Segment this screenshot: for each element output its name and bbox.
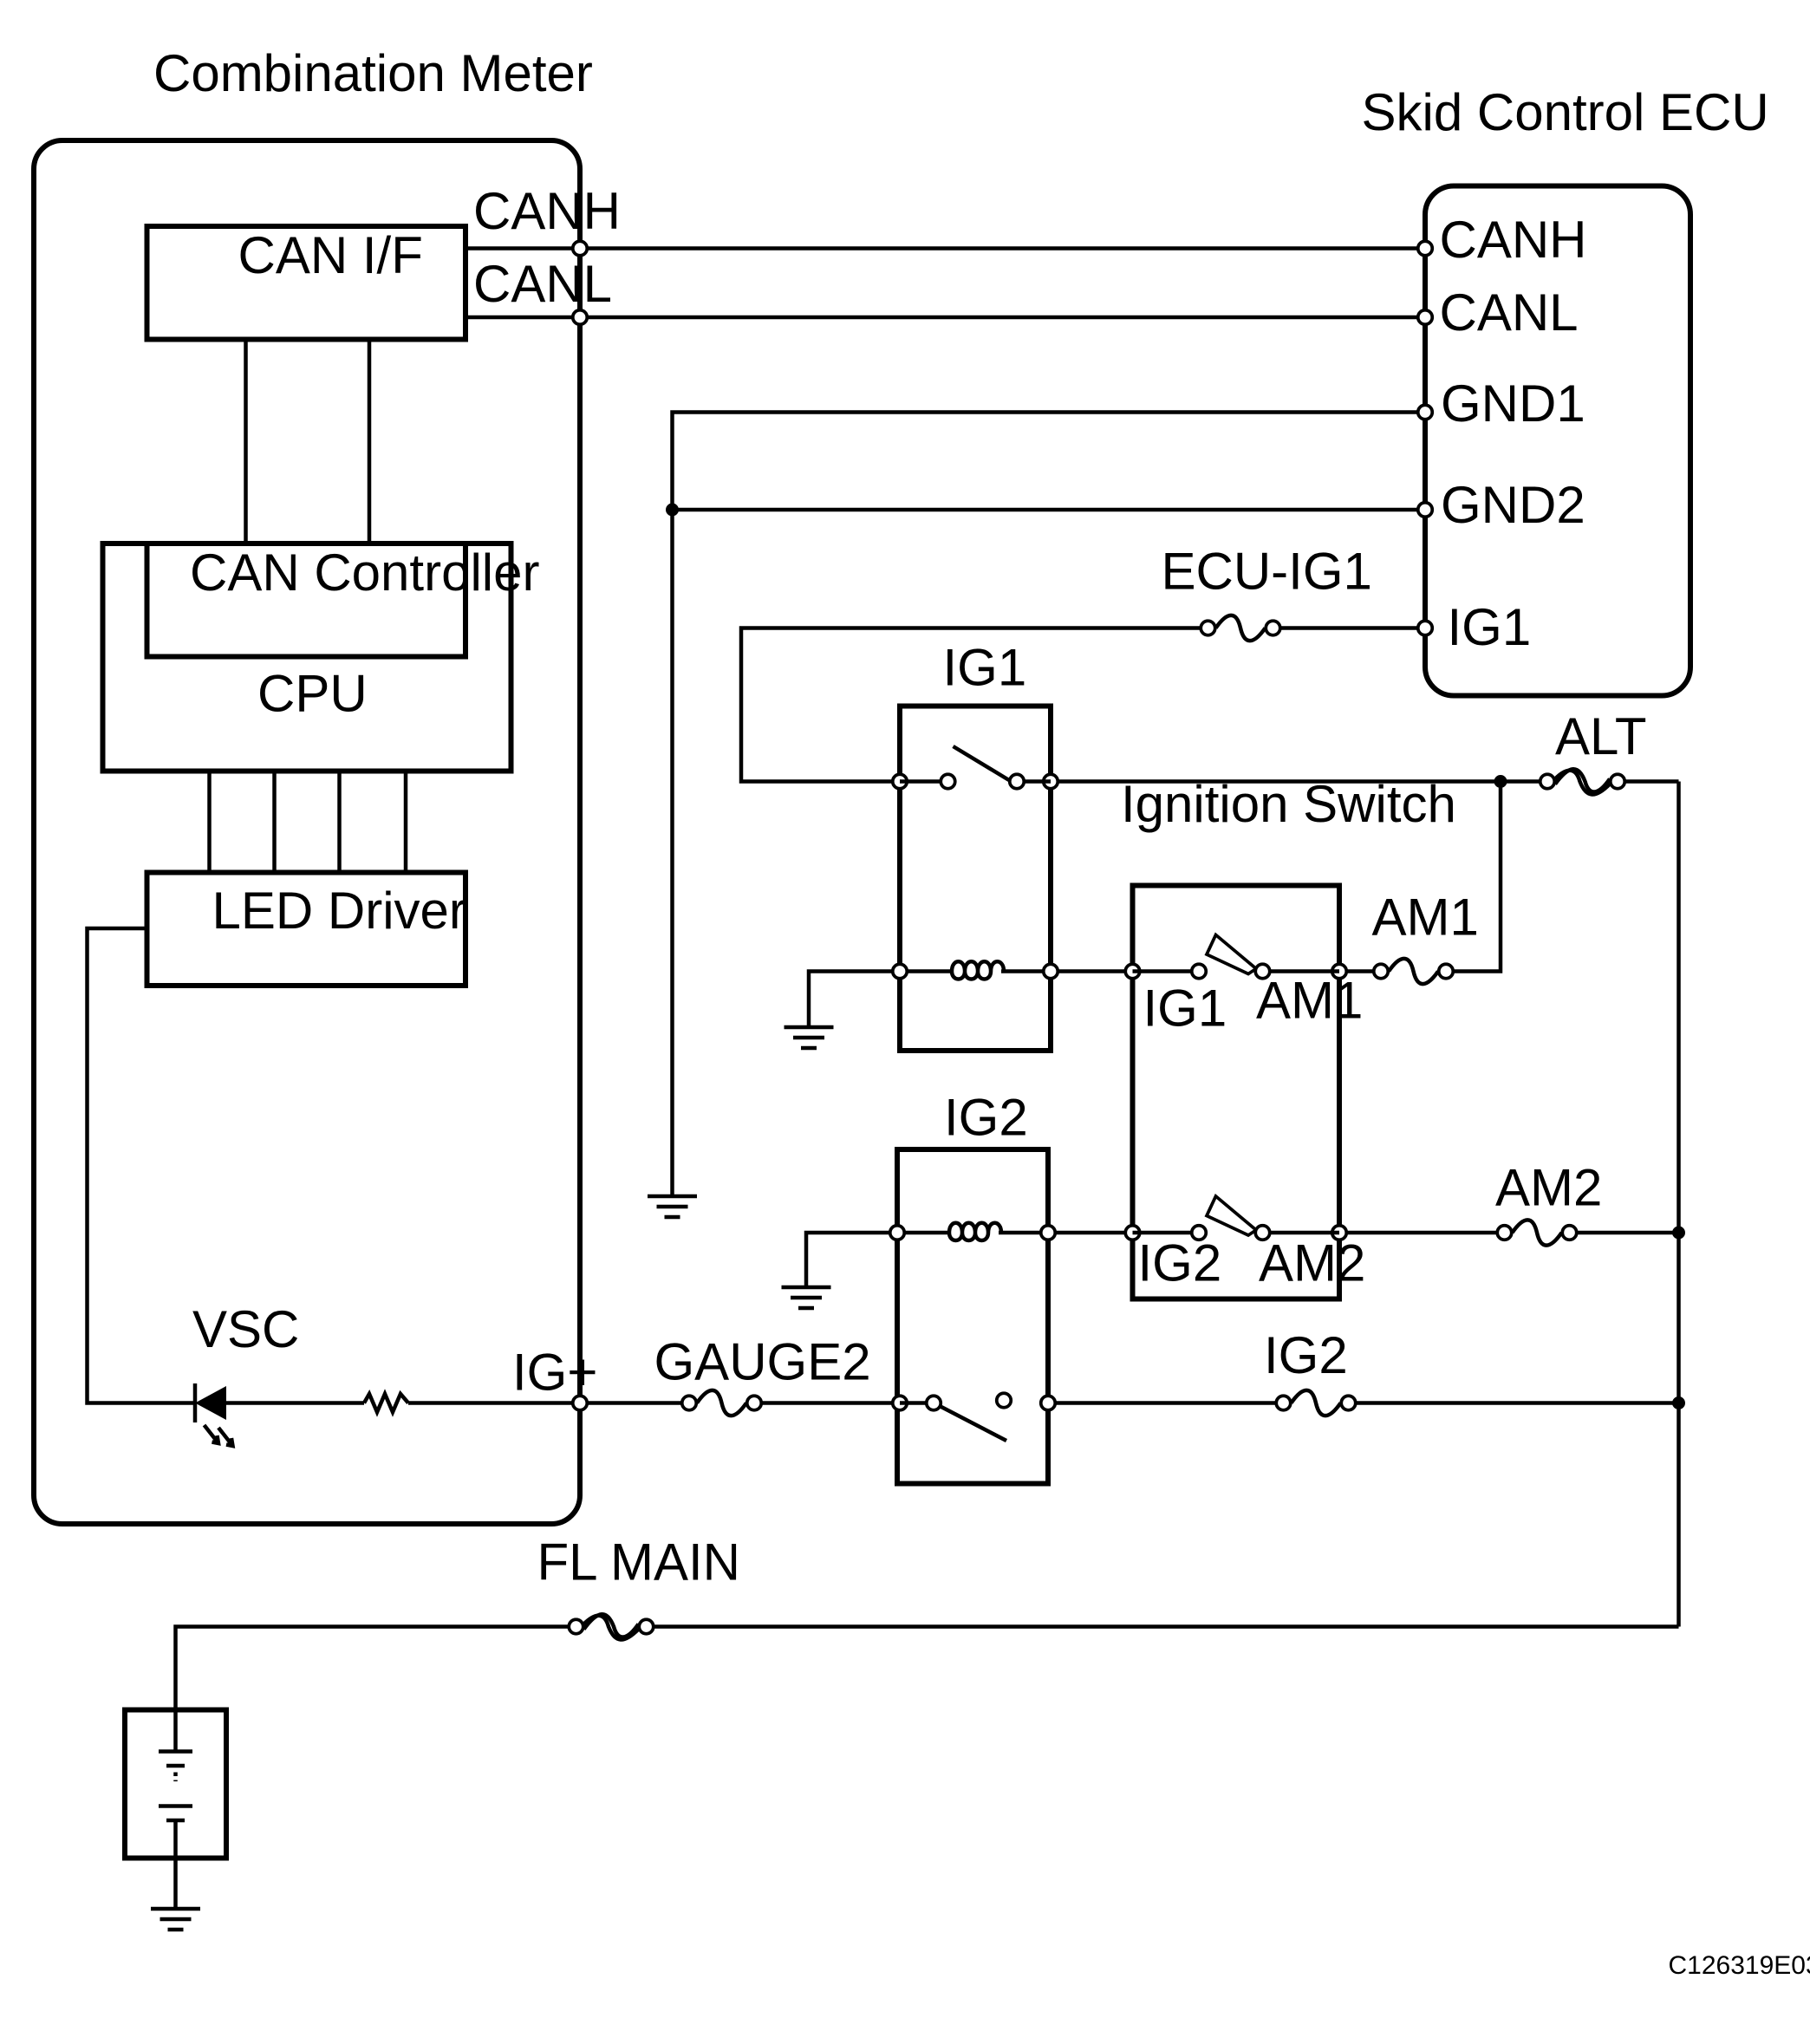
cpu-label: CPU <box>257 665 368 723</box>
ig2-relay-box <box>895 1147 1051 1487</box>
ecu-pin-gnd1: GND1 <box>1441 374 1585 433</box>
ig2-fuse-label: IG2 <box>1264 1326 1348 1384</box>
terminals <box>570 239 1435 1412</box>
ground-icon <box>785 1027 834 1048</box>
fuse-alt: ALT <box>1540 707 1647 795</box>
alt-fuse-label: ALT <box>1555 707 1647 765</box>
led-driver-output-wire <box>85 926 195 1405</box>
ground-icon <box>151 1909 200 1930</box>
ignition-switch-ig1-label: IG1 <box>1143 980 1227 1038</box>
combination-meter: Combination Meter CAN I/F CAN Controller… <box>31 44 621 1526</box>
am1-fuse-label: AM1 <box>1372 889 1479 947</box>
fl-main-fuse-label: FL MAIN <box>537 1533 740 1592</box>
fuse-ig2: IG2 <box>1264 1326 1356 1416</box>
fl-main-wire-left <box>173 1624 576 1710</box>
ground-icon <box>648 1196 697 1217</box>
am2-fuse-icon <box>1497 1220 1577 1245</box>
ecu-pin-canh: CANH <box>1440 211 1587 269</box>
resistor-icon <box>362 1389 410 1417</box>
am2-fuse-label: AM2 <box>1495 1159 1602 1217</box>
gauge2-fuse-icon <box>682 1390 762 1416</box>
ecu-ig1-wire-left <box>739 626 1208 784</box>
ignition-switch-box <box>1130 882 1342 1302</box>
ig1-coil-ground-wire <box>806 969 900 1027</box>
gnd-junction-dot <box>666 503 679 517</box>
ig1-relay-coil-icon <box>952 961 1004 979</box>
ecu-pin-canl: CANL <box>1440 283 1579 342</box>
ig2-fuse-icon <box>1276 1390 1356 1416</box>
ignition-switch-title: Ignition Switch <box>1121 775 1456 833</box>
ignition-switch-contact-2-icon <box>1132 1193 1339 1242</box>
am1-wire-right <box>1446 781 1503 973</box>
battery-icon <box>159 1709 192 1909</box>
ecu-ig1-fuse-label: ECU-IG1 <box>1162 543 1372 601</box>
fuse-fl-main: FL MAIN <box>537 1533 740 1640</box>
meter-pin-canl: CANL <box>473 255 612 313</box>
ig1-relay-box <box>897 703 1053 1053</box>
skid-control-ecu: Skid Control ECU CANH CANL GND1 GND2 IG1 <box>1362 83 1769 699</box>
ecu-pin-ig1: IG1 <box>1448 598 1532 656</box>
ignition-switch-contact-1-icon <box>1132 932 1339 980</box>
ignition-switch: Ignition Switch IG1 AM1 IG2 AM2 <box>1121 775 1456 1302</box>
fuse-gauge2: GAUGE2 <box>654 1333 871 1416</box>
ignition-switch-ig2-label: IG2 <box>1138 1234 1222 1292</box>
ig2-relay: IG2 <box>888 1089 1058 1487</box>
skid-control-ecu-housing <box>1423 183 1693 699</box>
ignition-switch-am1-label: AM1 <box>1256 972 1363 1030</box>
fuse-ecu-ig1: ECU-IG1 <box>1162 543 1372 641</box>
figure-code: C126319E03 <box>1669 1951 1810 1980</box>
ground-icon <box>782 1287 831 1308</box>
can-if-label: CAN I/F <box>238 226 423 284</box>
can-if-block <box>144 224 468 342</box>
vsc-label: VSC <box>192 1300 299 1358</box>
fuse-am2: AM2 <box>1495 1159 1602 1246</box>
ig2-coil-ground-wire <box>804 1230 897 1287</box>
gauge2-fuse-label: GAUGE2 <box>654 1333 871 1391</box>
ig2-relay-coil-icon <box>949 1223 1001 1240</box>
ig1-relay-label: IG1 <box>943 639 1027 697</box>
can-controller-block <box>144 541 468 660</box>
wiring <box>173 246 1685 1710</box>
combination-meter-title: Combination Meter <box>153 44 593 102</box>
ecu-ig1-fuse-icon <box>1201 615 1280 641</box>
ig1-relay: IG1 <box>890 639 1060 1053</box>
fl-main-fuse-icon <box>569 1614 654 1639</box>
ig1-relay-switch-icon <box>900 745 1051 791</box>
combination-meter-housing <box>31 138 583 1526</box>
fuse-am1: AM1 <box>1371 889 1479 985</box>
skid-control-ecu-title: Skid Control ECU <box>1362 83 1769 141</box>
ig2-relay-label: IG2 <box>944 1089 1028 1147</box>
ignition-switch-am2-label: AM2 <box>1259 1234 1365 1292</box>
meter-pin-canh: CANH <box>473 182 621 240</box>
battery <box>122 1707 229 1909</box>
vsc-led-icon <box>192 1383 236 1448</box>
led-driver-label: LED Driver <box>212 882 466 940</box>
can-controller-label: CAN Controller <box>190 544 539 602</box>
alt-fuse-icon <box>1540 769 1625 794</box>
ecu-pin-gnd2: GND2 <box>1441 476 1585 534</box>
meter-pin-ig-plus: IG+ <box>512 1344 597 1402</box>
gnd1-wire <box>670 410 1425 1196</box>
am1-fuse-icon <box>1374 959 1454 984</box>
ig2-relay-switch-icon <box>900 1391 1013 1442</box>
